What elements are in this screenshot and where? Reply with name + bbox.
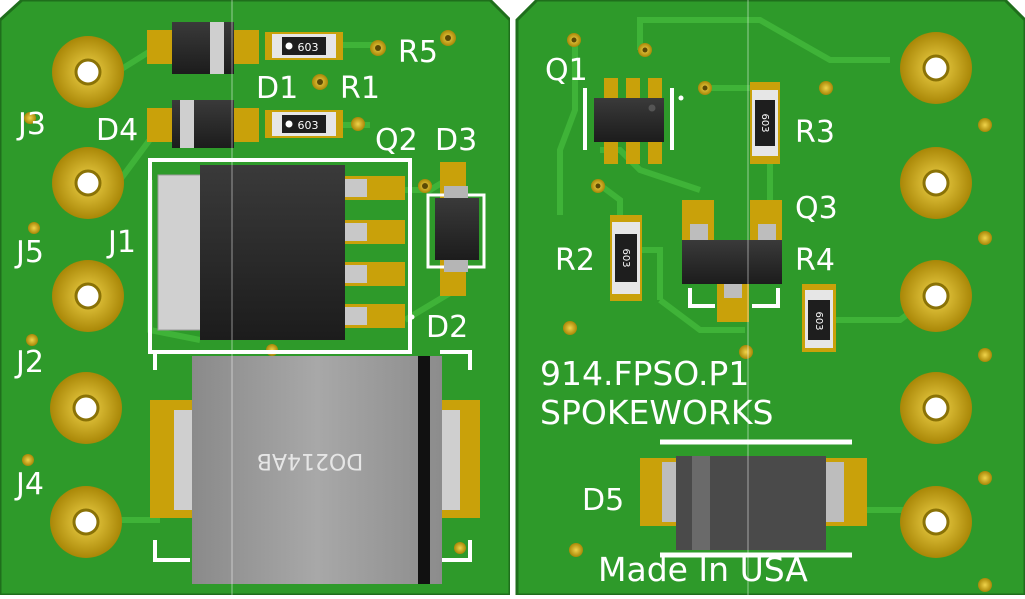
board-brand: SPOKEWORKS	[540, 393, 773, 432]
label-j2: J2	[14, 345, 44, 380]
j1-pad	[52, 260, 124, 332]
right-silkscreen-text: 914.FPSO.P1 SPOKEWORKS Made In USA	[540, 354, 808, 589]
right-vias	[563, 33, 992, 592]
r2-marking: 603	[620, 248, 631, 267]
label-r3: R3	[795, 115, 835, 150]
q2-mosfet	[148, 158, 415, 354]
r3-resistor: 603	[750, 82, 780, 164]
label-q1: Q1	[545, 53, 588, 88]
d1-diode	[147, 22, 259, 74]
j5-pad-upper	[52, 147, 124, 219]
right-board-edge	[515, 0, 1025, 597]
r4-marking: 603	[813, 311, 824, 330]
r3-marking: 603	[759, 113, 770, 132]
right-board-substrate	[517, 0, 1025, 595]
label-r2: R2	[555, 243, 595, 278]
right-board: 603 603 603	[515, 0, 1025, 597]
inductor-marking: DO214AB	[257, 448, 363, 473]
r5-marking: 603	[298, 41, 319, 54]
made-in-usa: Made In USA	[598, 550, 808, 589]
left-connector-pads	[50, 36, 124, 558]
label-d3: D3	[435, 123, 477, 158]
r2-resistor: 603	[610, 215, 642, 301]
r5-resistor: 603	[265, 32, 343, 60]
label-r5: R5	[398, 35, 438, 70]
d5-diode	[640, 439, 867, 558]
do214ab-inductor: DO214AB	[150, 350, 480, 584]
d4-diode	[147, 100, 259, 148]
label-j3: J3	[16, 107, 46, 142]
label-d4: D4	[96, 113, 138, 148]
right-silkscreen-labels: Q1 R3 Q3 R2 R4 D5	[545, 53, 838, 518]
board-part-number: 914.FPSO.P1	[540, 354, 749, 393]
d3-diode	[426, 162, 486, 296]
r4-resistor: 603	[802, 284, 836, 352]
label-q2: Q2	[375, 123, 418, 158]
right-connector-pads	[900, 32, 972, 558]
j3-pad	[52, 36, 124, 108]
label-r4: R4	[795, 243, 835, 278]
label-r1: R1	[340, 71, 380, 106]
label-d2: D2	[426, 310, 468, 345]
left-board: 603 603	[0, 0, 512, 597]
j4-pad	[50, 486, 122, 558]
label-q3: Q3	[795, 191, 838, 226]
q3-transistor	[682, 200, 782, 322]
r1-resistor: 603	[265, 110, 343, 138]
q1-transistor	[583, 78, 684, 164]
label-d5: D5	[582, 483, 624, 518]
left-silkscreen-labels: R5 D1 R1 J3 D4 Q2 D3 J1 J5 D2 J2 J4	[14, 35, 477, 502]
j2-pad	[50, 372, 122, 444]
r1-marking: 603	[298, 119, 319, 132]
board-divider	[510, 0, 517, 595]
label-j1: J1	[106, 225, 136, 260]
label-d1: D1	[256, 71, 298, 106]
label-j4: J4	[14, 467, 44, 502]
label-j5: J5	[14, 235, 44, 270]
